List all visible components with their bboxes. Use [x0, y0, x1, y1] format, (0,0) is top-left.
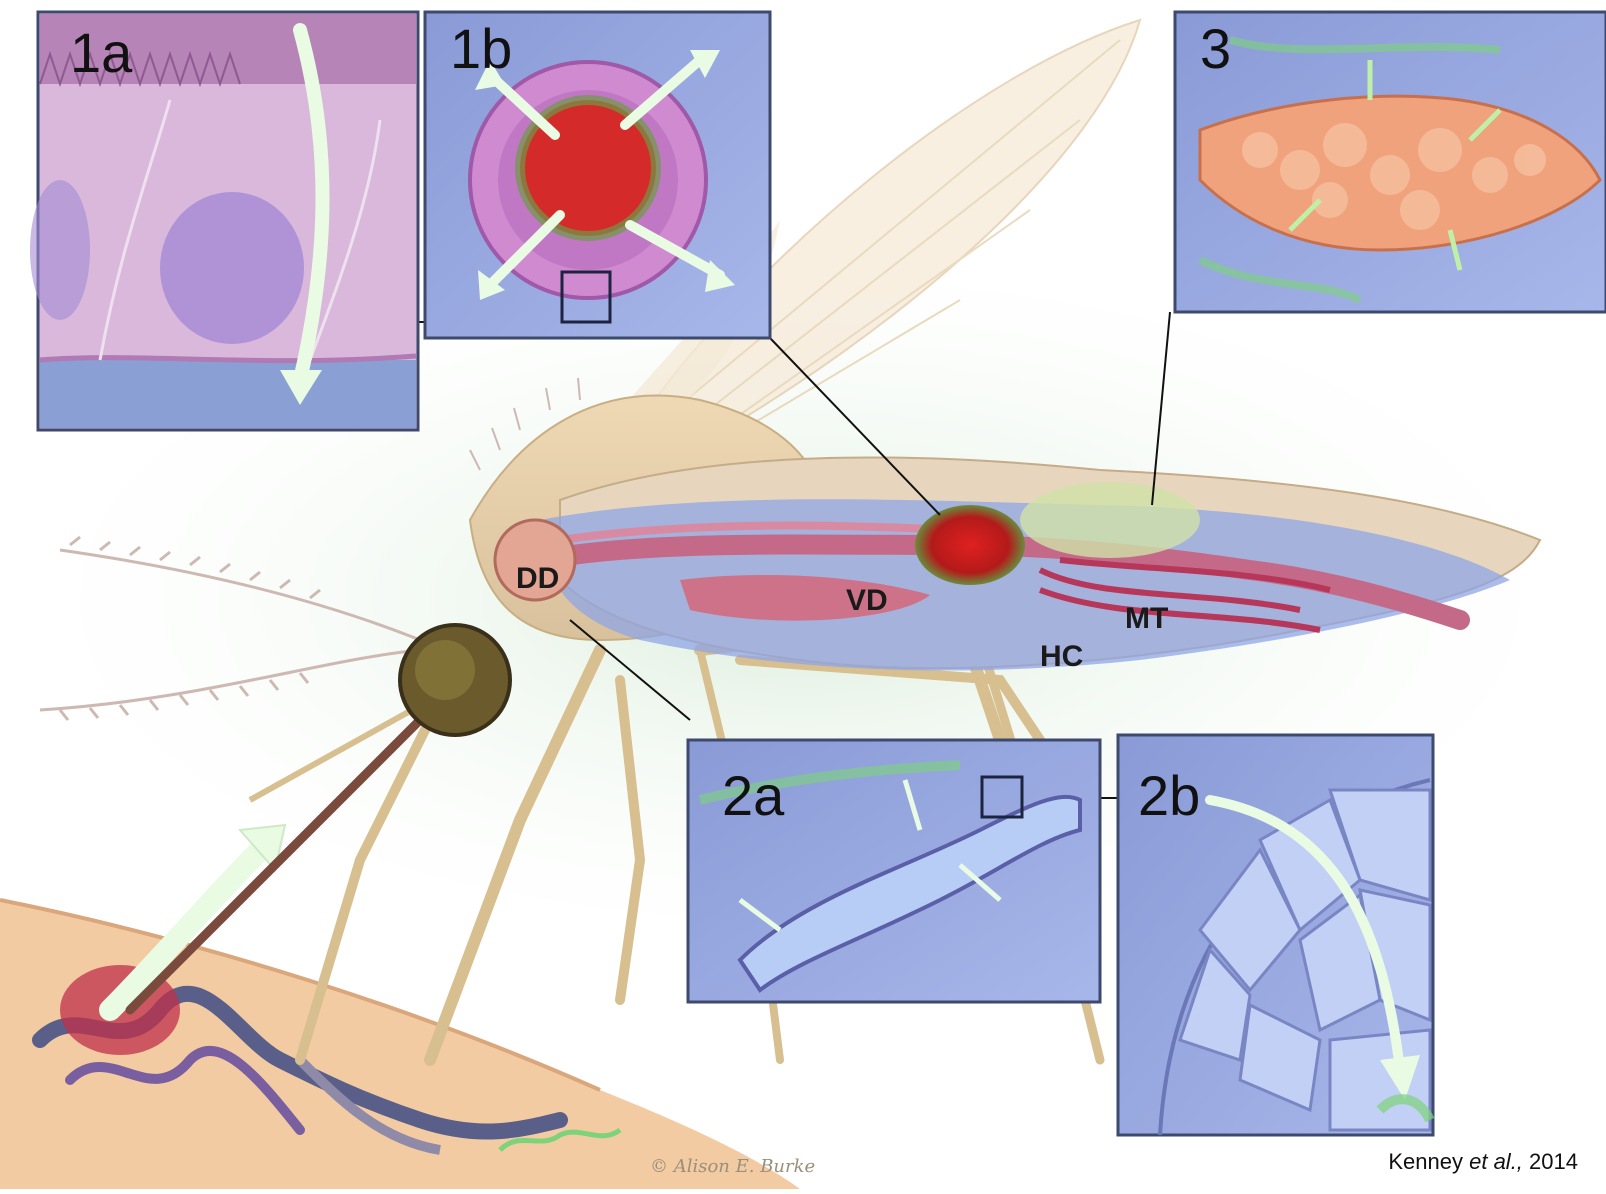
citation-year: 2014 [1529, 1149, 1578, 1174]
host-skin [0, 900, 800, 1189]
organ-label-vd: VD [846, 584, 888, 617]
inset-1a-label: 1a [70, 21, 133, 84]
artist-signature: © Alison E. Burke [650, 1156, 815, 1177]
inset-2b: 2b [1118, 735, 1433, 1135]
inset-2a-label: 2a [722, 764, 785, 827]
organ-label-mt: MT [1125, 602, 1168, 635]
inset-2b-label: 2b [1138, 764, 1200, 827]
fat-body [1020, 482, 1200, 558]
inset-3: 3 [1175, 12, 1606, 312]
midgut [915, 505, 1025, 585]
inset-1b: 1b [425, 12, 770, 338]
inset-2a: 2a [688, 740, 1100, 1002]
citation-etal: et al., [1469, 1149, 1523, 1174]
nucleus-1a [160, 192, 304, 344]
inset-3-label: 3 [1200, 17, 1231, 80]
inset-1a: 1a [30, 12, 418, 430]
citation: Kenney et al., 2014 [1388, 1149, 1578, 1175]
inset-1b-label: 1b [450, 17, 512, 80]
organ-label-hc: HC [1040, 640, 1083, 673]
citation-author: Kenney [1388, 1149, 1463, 1174]
organ-label-dd: DD [516, 562, 559, 595]
